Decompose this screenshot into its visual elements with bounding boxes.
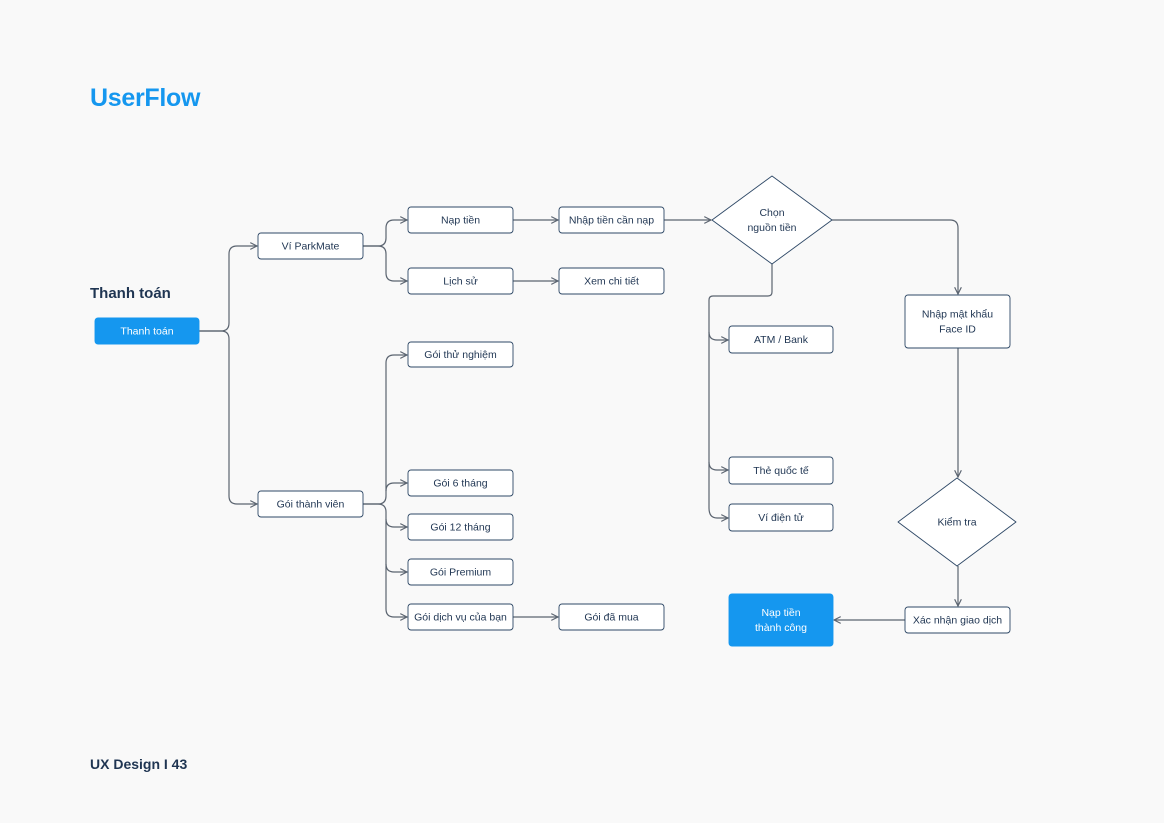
node-purchased: Gói đã mua [558, 603, 665, 631]
node-label: Thẻ quốc tế [753, 465, 809, 477]
section-title: Thanh toán [90, 285, 171, 302]
node-success: Nạp tiền thành công [728, 593, 834, 647]
node-label: Chọn [759, 207, 784, 219]
edge-start-wallet [199, 246, 257, 332]
node-label: Gói 6 tháng [433, 478, 487, 490]
node-twelve-month: Gói 12 tháng [407, 513, 514, 541]
node-view-detail: Xem chi tiết [558, 267, 665, 295]
node-box [407, 341, 514, 368]
node-box [407, 469, 514, 497]
node-e-wallet: Ví điện tử [728, 503, 834, 532]
node-membership: Gói thành viên [257, 490, 364, 518]
node-label: Ví điện tử [758, 512, 804, 524]
node-wallet: Ví ParkMate [257, 232, 364, 260]
edge-wallet-topup [363, 220, 407, 247]
edge-wallet-history [363, 245, 407, 281]
node-label: Gói dịch vụ của bạn [414, 612, 507, 624]
node-box [407, 513, 514, 541]
edge-membership-services [363, 503, 407, 617]
edge-start-membership [199, 330, 257, 504]
node-label: Xác nhận giao dịch [913, 615, 1002, 627]
node-label: Kiểm tra [937, 517, 976, 529]
node-box [904, 606, 1011, 634]
decision-diamond [897, 477, 1017, 567]
node-box [94, 317, 200, 345]
node-label: Nhập tiền cần nạp [569, 215, 654, 227]
node-history: Lịch sử [407, 267, 514, 295]
page-title: UserFlow [90, 84, 201, 112]
node-label: Face ID [939, 324, 976, 336]
edge-branch-twelve [385, 518, 407, 527]
edge-membership-trial [363, 355, 407, 505]
node-six-month: Gói 6 tháng [407, 469, 514, 497]
node-box [407, 206, 514, 234]
node-label: Gói thử nghiệm [424, 349, 497, 361]
node-box [257, 490, 364, 518]
node-confirm: Xác nhận giao dịch [904, 606, 1011, 634]
edge-branch-six [385, 483, 407, 492]
node-box [257, 232, 364, 260]
node-box [728, 503, 834, 532]
edge-choose-password [832, 219, 958, 294]
node-box [407, 267, 514, 295]
edge-branch-intl [708, 461, 728, 470]
page-footer: UX Design I 43 [90, 756, 188, 772]
node-start: Thanh toán [94, 317, 200, 345]
node-box [407, 603, 514, 631]
node-label: Lịch sử [443, 276, 477, 288]
node-choose-source: Chọn nguồn tiền [711, 175, 833, 265]
edge-branch-premium [385, 563, 407, 572]
node-premium: Gói Premium [407, 558, 514, 586]
node-label: ATM / Bank [754, 334, 809, 346]
node-label: Gói đã mua [584, 612, 638, 624]
decision-diamond [711, 175, 833, 265]
node-topup: Nạp tiền [407, 206, 514, 234]
node-label: Gói Premium [430, 567, 492, 579]
node-box [407, 558, 514, 586]
node-box [904, 294, 1011, 349]
node-your-services: Gói dịch vụ của bạn [407, 603, 514, 631]
node-label: Ví ParkMate [282, 241, 340, 253]
node-label: Nạp tiền [761, 607, 800, 619]
edges-layer [199, 220, 958, 620]
node-label: Nhập mật khẩu [922, 309, 993, 321]
node-box [728, 593, 834, 647]
node-label: Gói thành viên [277, 499, 345, 511]
node-label: Nạp tiền [441, 215, 480, 227]
edge-branch-atm [708, 331, 728, 340]
node-check: Kiểm tra [897, 477, 1017, 567]
node-trial: Gói thử nghiệm [407, 341, 514, 368]
node-box [728, 325, 834, 354]
node-label: thành công [755, 622, 807, 634]
node-label: Thanh toán [120, 326, 173, 338]
node-box [558, 603, 665, 631]
node-label: nguồn tiền [747, 222, 796, 234]
node-label: Xem chi tiết [584, 276, 639, 288]
node-intl-card: Thẻ quốc tế [728, 456, 834, 485]
node-enter-amount: Nhập tiền cần nạp [558, 206, 665, 234]
node-box [558, 267, 665, 295]
node-label: Gói 12 tháng [430, 522, 490, 534]
node-box [558, 206, 665, 234]
node-atm-bank: ATM / Bank [728, 325, 834, 354]
node-box [728, 456, 834, 485]
edge-choose-sources [708, 264, 773, 518]
